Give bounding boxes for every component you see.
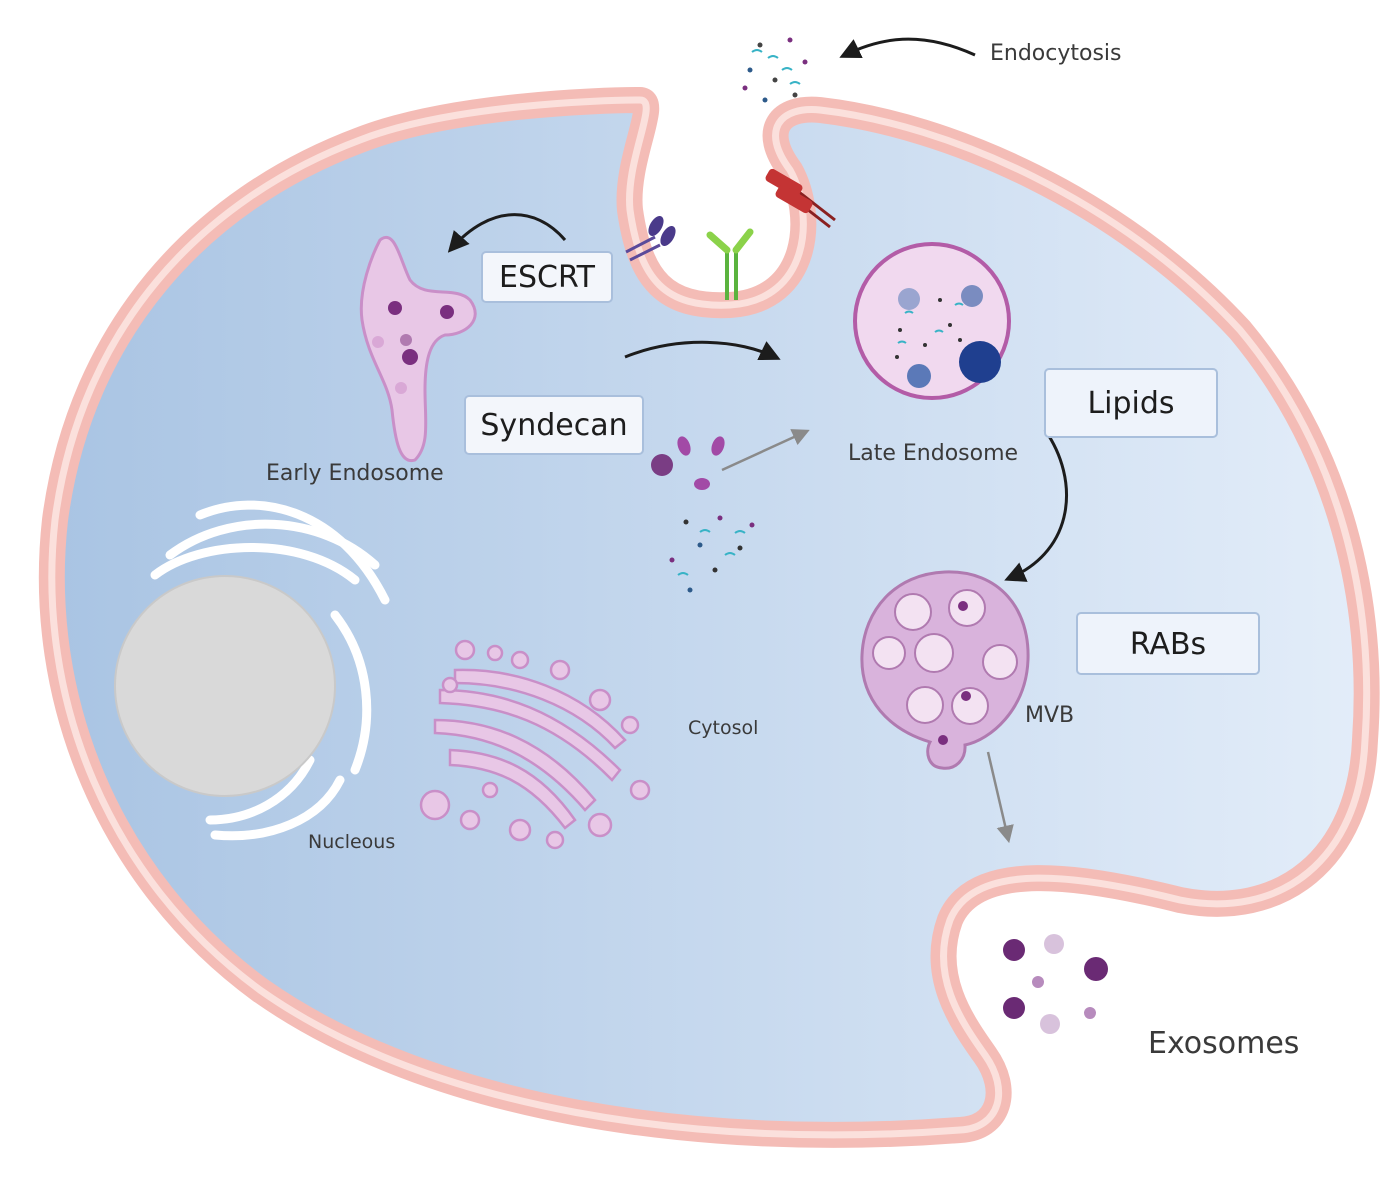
arrow-to-late-endosome [721,429,810,472]
endocytosis-cargo [742,37,808,103]
arrow-exosomes [986,751,1014,844]
cytosol-label: Cytosol [688,717,758,739]
membrane-receptors [625,168,836,300]
arrow-syndecan [624,340,781,361]
syndecan-box [464,395,644,455]
early-endosome-label: Early Endosome [266,461,444,486]
exosome-vesicles [1003,934,1108,1034]
rabs-label: RABs [1130,627,1206,662]
escrt-box [481,251,613,303]
endoplasmic-reticulum [150,500,390,841]
syndecan-label: Syndecan [480,408,627,443]
arrow-endocytosis [839,37,976,59]
syndecan-cargo [651,436,725,490]
cell-membrane-core [48,96,1371,1139]
arrow-escrt [447,213,567,253]
rabs-box [1076,612,1260,675]
flow-arrows [447,37,1069,844]
golgi-apparatus [419,639,651,850]
mvb-label: MVB [1025,703,1074,728]
label-boxes: ESCRT Syndecan Lipids RABs [464,251,1260,675]
late-endosome-label: Late Endosome [848,441,1018,466]
lipids-box [1044,368,1218,438]
endocytosis-label: Endocytosis [990,41,1122,66]
mvb [860,570,1030,770]
nucleous-label: Nucleous [308,831,395,853]
nucleus [114,500,390,841]
lipids-label: Lipids [1087,386,1174,421]
escrt-label: ESCRT [499,260,596,295]
arrow-lipids [1004,429,1069,582]
exosomes-label: Exosomes [1148,1026,1299,1061]
early-endosome [359,236,477,463]
late-endosome [853,242,1011,400]
cytosol-cargo [669,515,755,593]
text-labels: Endocytosis Early Endosome Late Endosome… [266,41,1299,1061]
